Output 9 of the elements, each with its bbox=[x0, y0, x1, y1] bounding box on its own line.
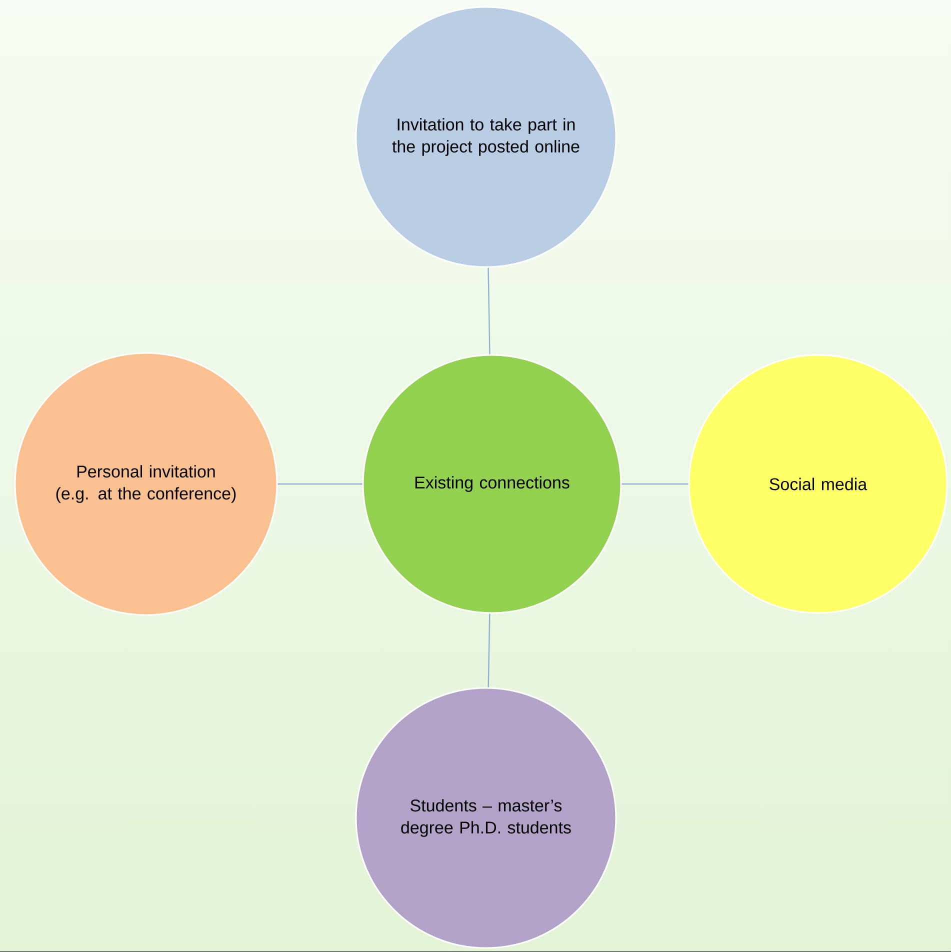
circle-node: Invitation to take part in the project posted online bbox=[355, 6, 617, 268]
connector-line bbox=[488, 614, 490, 688]
circle-node: Students – master’s degree Ph.D. students bbox=[355, 687, 617, 949]
circle-node: Social media bbox=[688, 354, 948, 614]
connector-line bbox=[622, 483, 688, 485]
circle-node: Personal invitation (e.g. at the conference) bbox=[14, 352, 278, 616]
connector-line bbox=[488, 268, 490, 354]
circle-node: Existing connections bbox=[362, 354, 622, 614]
connector-line bbox=[278, 483, 362, 485]
